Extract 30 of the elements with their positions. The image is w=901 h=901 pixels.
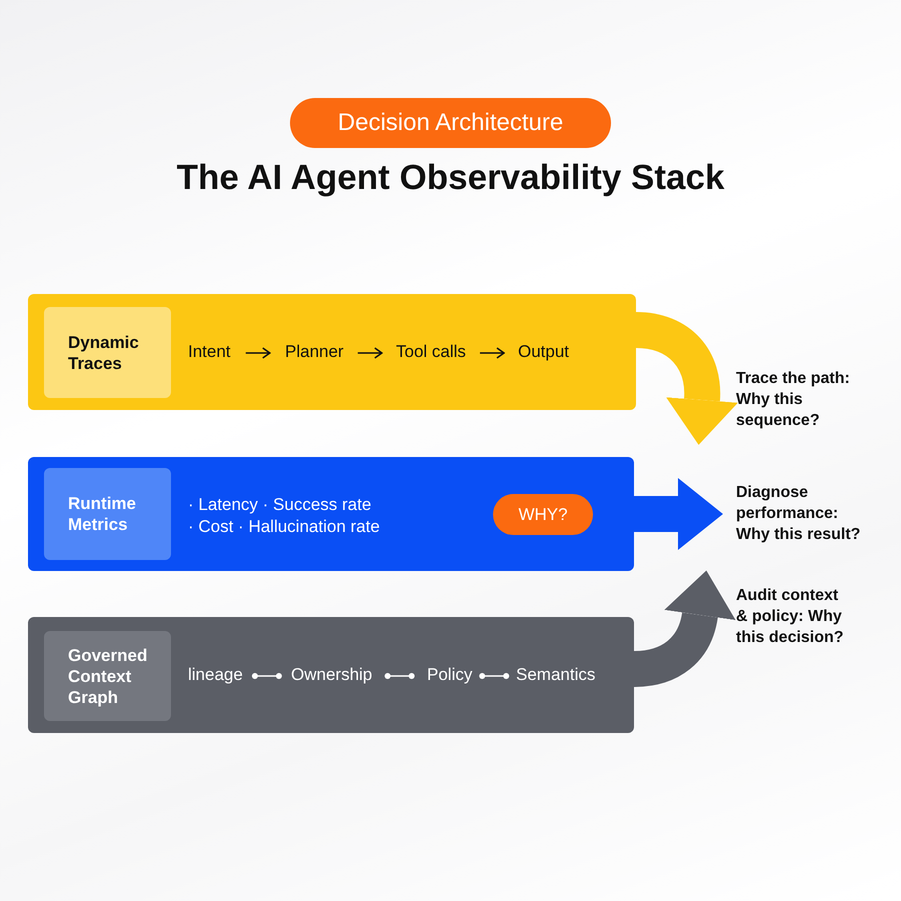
layer-title-box: Dynamic Traces [44,307,171,398]
metric-list: · Cost · Hallucination rate [188,517,380,537]
dot-connector [384,673,415,679]
step-label: Ownership [291,665,372,685]
arrow [358,347,383,359]
curved-arrow [634,478,723,550]
curved-arrow [634,312,738,445]
step-label: Intent [188,342,231,362]
question-text: Audit context & policy: Why this decision? [736,585,848,671]
question-text: Trace the path: Why this sequence? [736,368,871,434]
metric-list: · Latency · Success rate [188,495,372,515]
layer-band [28,457,634,571]
category-pill: Decision Architecture [290,98,611,148]
title: The AI Agent Observability Stack [176,158,726,198]
step-label: Planner [285,342,344,362]
layer-title-box: Runtime Metrics [44,468,171,560]
step-label: Semantics [516,665,596,685]
question-text: Diagnose performance: Why this result? [736,482,866,548]
layer-band [28,617,634,733]
layer-band [28,294,636,410]
step-label: lineage [188,665,243,685]
arrow [480,347,505,359]
step-label: Output [518,342,570,362]
dot-connector [479,673,510,679]
step-label: Tool calls [396,342,466,362]
arrow [246,347,271,359]
dot-connector [252,673,282,679]
why-badge: WHY? [493,494,593,535]
step-label: Policy [427,665,472,685]
layer-title-box: Governed Context Graph [44,631,171,721]
